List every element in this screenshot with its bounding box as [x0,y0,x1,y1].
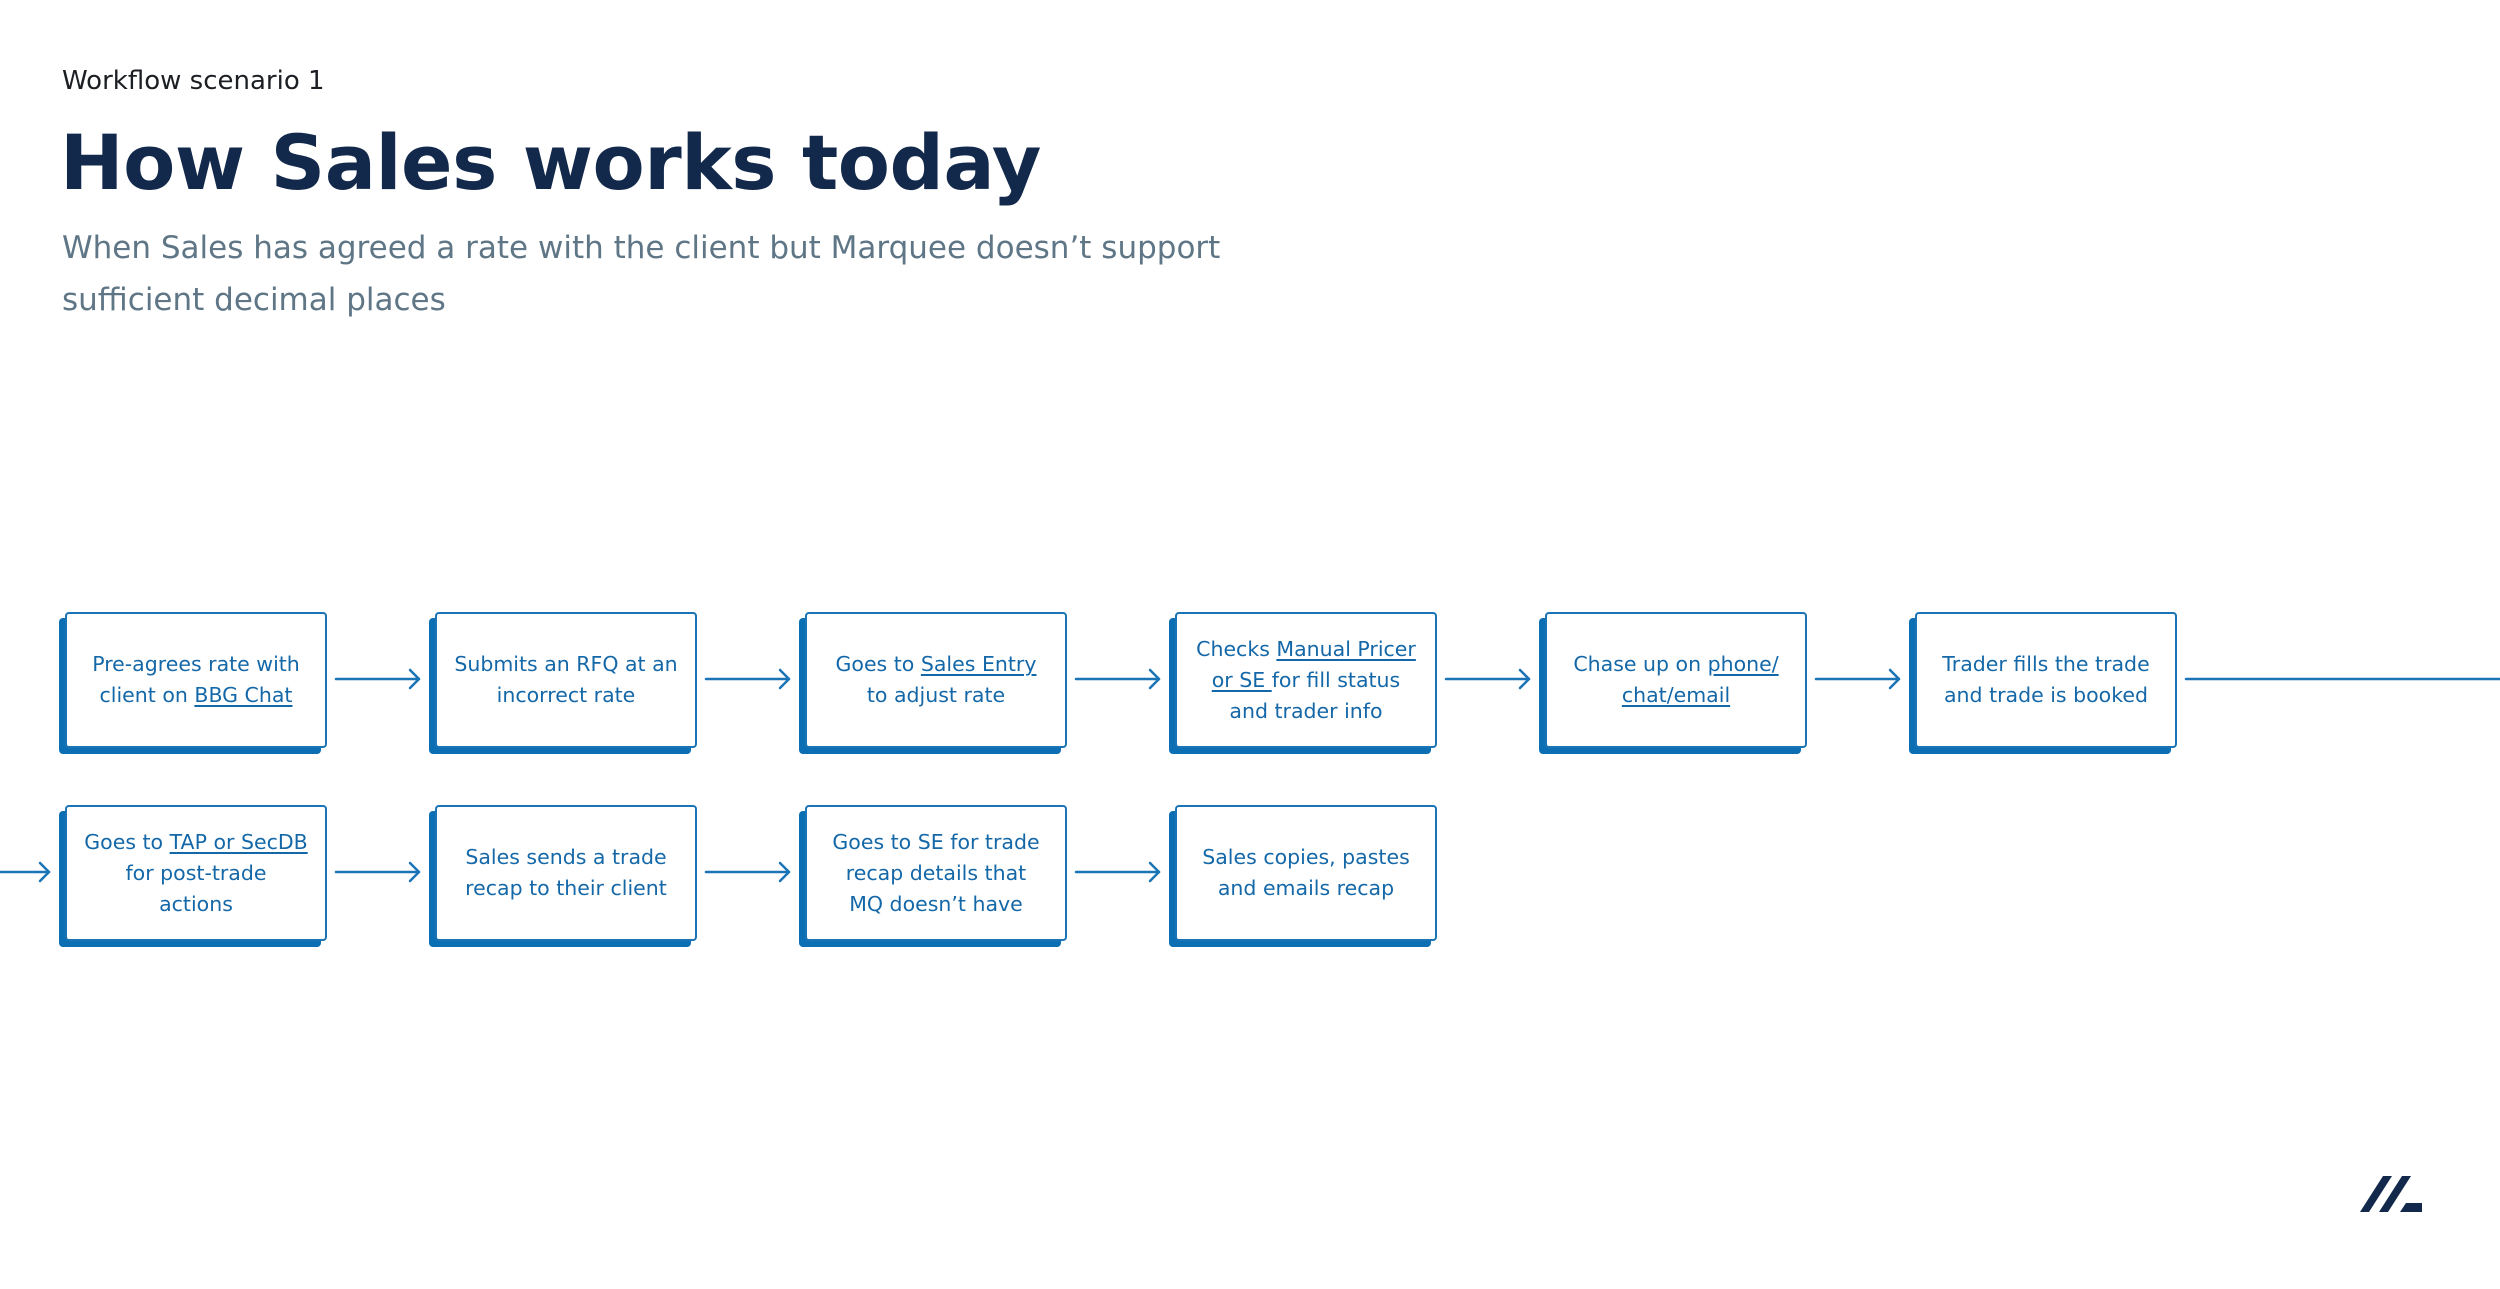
arrow-wrap-in-to-7 [0,861,51,883]
step-card: Submits an RFQ at an incorrect rate [435,612,697,748]
arrow-3-to-4 [1074,668,1161,690]
step-label: Goes to Sales Entry to adjust rate [836,649,1037,711]
step-text: to adjust rate [866,683,1006,707]
step-label: Chase up on phone/chat/email [1573,649,1778,711]
step-link[interactable]: TAP or SecDB [169,829,308,854]
workflow-step: Goes to Sales Entry to adjust rate [799,612,1067,754]
step-label: Sales sends a trade recap to their client [465,842,667,904]
double-slash-logo-icon [2360,1176,2422,1212]
step-text: Checks [1196,636,1277,661]
step-text: Pre-agrees rate with [92,652,300,676]
step-text: Chase up on [1573,652,1708,676]
step-text: MQ doesn’t have [849,891,1023,916]
step-link[interactable]: Sales Entry [920,652,1037,676]
step-text: Goes to [835,652,921,676]
step-text: incorrect rate [496,683,636,707]
step-card: Goes to Sales Entry to adjust rate [805,612,1067,748]
step-text: Goes to [84,829,170,854]
step-text: and trader info [1229,698,1383,723]
step-label: Submits an RFQ at an incorrect rate [454,649,677,711]
step-text: actions [159,891,233,916]
step-text: for fill status [1271,667,1401,692]
step-label: Trader fills the trade and trade is booke… [1942,649,2149,711]
workflow-step: Goes to TAP or SecDB for post-trade action… [59,805,327,947]
step-text: client on [99,683,195,707]
step-link[interactable]: or SE [1211,667,1272,692]
workflow-step: Submits an RFQ at an incorrect rate [429,612,697,754]
arrow-4-to-5 [1444,668,1531,690]
step-text: recap to their client [465,876,667,900]
step-link[interactable]: Manual Pricer [1276,636,1416,661]
step-text: and trade is booked [1943,683,2148,707]
step-card: Chase up on phone/chat/email [1545,612,1807,748]
step-label: Goes to TAP or SecDB for post-trade action… [84,827,307,920]
step-link[interactable]: BBG Chat [194,683,293,707]
step-text: Goes to SE for trade [832,829,1040,854]
step-link[interactable]: chat/email [1621,683,1731,707]
workflow-step: Trader fills the trade and trade is booke… [1909,612,2177,754]
workflow-step: Sales copies, pastes and emails recap [1169,805,1437,947]
arrow-1-to-2 [334,668,421,690]
workflow-step: Chase up on phone/chat/email [1539,612,1807,754]
workflow-step: Pre-agrees rate with client on BBG Chat [59,612,327,754]
scenario-eyebrow: Workflow scenario 1 [62,66,325,96]
arrow-9-to-10 [1074,861,1161,883]
step-text: Sales sends a trade [465,845,667,869]
step-text: Sales copies, pastes [1202,845,1410,869]
step-text: Trader fills the trade [1942,652,2150,676]
step-card: Pre-agrees rate with client on BBG Chat [65,612,327,748]
page-title: How Sales works today [60,118,1041,207]
arrow-5-to-6 [1814,668,1901,690]
step-card: Trader fills the trade and trade is booke… [1915,612,2177,748]
step-text: Submits an RFQ at an [454,652,678,676]
step-label: Sales copies, pastes and emails recap [1202,842,1410,904]
step-label: Pre-agrees rate with client on BBG Chat [92,649,300,711]
arrow-2-to-3 [704,668,791,690]
step-text: for post-trade [125,860,267,885]
step-card: Sales sends a trade recap to their client [435,805,697,941]
step-card: Goes to TAP or SecDB for post-trade action… [65,805,327,941]
step-card: Sales copies, pastes and emails recap [1175,805,1437,941]
arrow-8-to-9 [704,861,791,883]
step-text: and emails recap [1217,876,1395,900]
arrow-7-to-8 [334,861,421,883]
step-text: recap details that [845,860,1027,885]
page-subtitle: When Sales has agreed a rate with the cl… [62,230,1221,318]
step-link[interactable]: phone/ [1707,652,1779,676]
workflow-step: Sales sends a trade recap to their client [429,805,697,947]
